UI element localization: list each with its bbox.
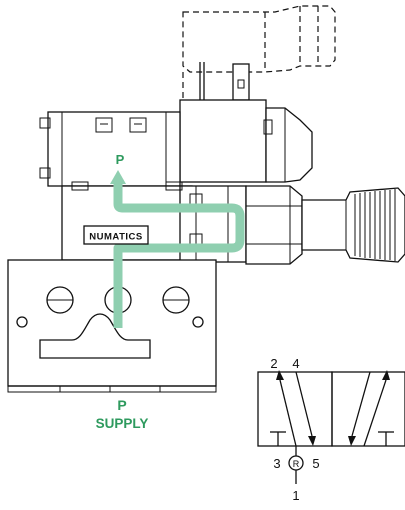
knurl-lines: [354, 189, 396, 261]
subbase-manifold: [7, 259, 217, 393]
supply-port-label: P: [117, 397, 126, 413]
supply-label: SUPPLY: [96, 416, 149, 431]
valve-symbol: [257, 370, 405, 484]
brand-label: NUMATICS: [89, 232, 142, 243]
symbol-port-r: R: [293, 459, 300, 469]
operator-block: [39, 111, 181, 187]
symbol-port-1: 1: [292, 488, 299, 503]
manual-override: [245, 185, 405, 265]
symbol-port-5: 5: [312, 456, 319, 471]
pilot-port-label: P: [116, 152, 125, 167]
coil-terminals: [199, 62, 250, 101]
symbol-port-4: 4: [292, 356, 299, 371]
supply-flow-path: [110, 170, 245, 328]
connector-outline: [182, 5, 336, 100]
symbol-port-2: 2: [270, 356, 277, 371]
brand-plate: NUMATICS: [83, 225, 149, 245]
symbol-port-3: 3: [273, 456, 280, 471]
solenoid-housing: [179, 99, 313, 183]
